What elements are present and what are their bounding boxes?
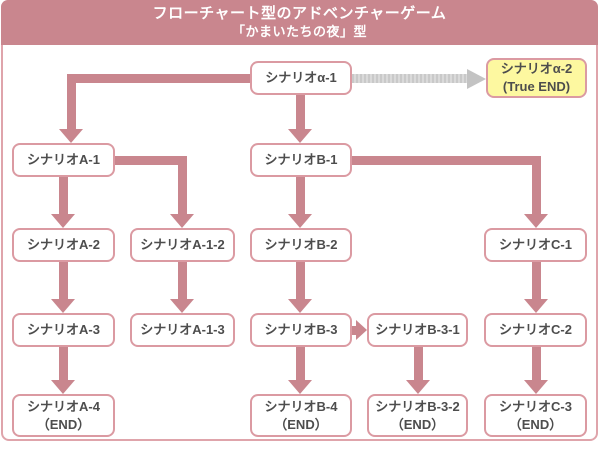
arrow-b3-to-b31 <box>352 325 357 335</box>
node-scenario-b-2: シナリオB-2 <box>250 228 352 262</box>
arrow-c2-to-c3 <box>531 347 541 380</box>
node-label: シナリオA-1 <box>27 152 100 168</box>
arrow-alpha1-to-alpha2 <box>352 74 468 83</box>
arrowhead-into-a2 <box>51 214 75 228</box>
node-label: シナリオA-2 <box>27 237 100 253</box>
arrowhead-into-a1 <box>59 129 83 143</box>
node-scenario-a-1: シナリオA-1 <box>12 143 115 177</box>
node-label: シナリオα-2 <box>500 61 573 77</box>
node-label: シナリオA-4 <box>27 398 100 414</box>
diagram-header: フローチャート型のアドベンチャーゲーム 「かまいたちの夜」型 <box>1 0 598 45</box>
arrow-a1-to-a12-vertical <box>177 155 187 214</box>
node-label: シナリオB-4 <box>264 398 338 414</box>
diagram-title: フローチャート型のアドベンチャーゲーム <box>152 4 447 22</box>
arrow-b31-to-b32 <box>413 347 423 380</box>
node-scenario-a-1-2: シナリオA-1-2 <box>130 228 235 262</box>
node-scenario-a-4-end: シナリオA-4 （END） <box>12 394 115 437</box>
node-label: シナリオB-1 <box>264 152 338 168</box>
node-sublabel: （END） <box>508 416 563 432</box>
node-scenario-alpha-1: シナリオα-1 <box>250 61 352 95</box>
node-scenario-b-3-2-end: シナリオB-3-2 （END） <box>367 394 468 437</box>
arrow-b3-to-b4 <box>295 347 305 380</box>
arrowhead-into-alpha2 <box>467 69 486 89</box>
node-sublabel: （END） <box>274 416 328 432</box>
node-sublabel: （END） <box>36 416 91 432</box>
arrow-alpha1-to-b1 <box>295 95 305 129</box>
arrowhead-into-b1 <box>288 129 312 143</box>
arrow-a1-to-a12-horizontal <box>115 155 186 165</box>
node-scenario-c-3-end: シナリオC-3 （END） <box>484 394 587 437</box>
arrowhead-into-a13 <box>170 299 194 313</box>
arrow-b1-to-c1-vertical <box>531 155 541 214</box>
arrow-a12-to-a13 <box>177 262 187 299</box>
arrowhead-into-a3 <box>51 299 75 313</box>
node-label: シナリオC-1 <box>499 237 572 253</box>
arrowhead-into-b32 <box>406 380 430 394</box>
arrow-a2-to-a3 <box>58 262 68 299</box>
arrowhead-into-b2 <box>288 214 312 228</box>
arrowhead-into-a12 <box>170 214 194 228</box>
node-scenario-a-3: シナリオA-3 <box>12 313 115 347</box>
node-label: シナリオB-3-1 <box>375 322 460 338</box>
arrowhead-into-c3 <box>524 380 548 394</box>
node-label: シナリオA-1-3 <box>140 322 225 338</box>
node-label: シナリオA-3 <box>27 322 100 338</box>
node-label: シナリオB-2 <box>264 237 338 253</box>
diagram-subtitle: 「かまいたちの夜」型 <box>231 24 367 40</box>
node-scenario-c-2: シナリオC-2 <box>484 313 587 347</box>
node-scenario-alpha-2-true-end: シナリオα-2 (True END) <box>486 58 587 98</box>
arrowhead-into-b3 <box>288 299 312 313</box>
node-label: シナリオB-3-2 <box>375 398 460 414</box>
node-label: シナリオC-3 <box>499 398 572 414</box>
node-label: シナリオB-3 <box>264 322 338 338</box>
node-scenario-b-3: シナリオB-3 <box>250 313 352 347</box>
node-scenario-b-3-1: シナリオB-3-1 <box>367 313 468 347</box>
arrow-alpha1-to-a1-vertical <box>66 73 76 131</box>
node-label: シナリオC-2 <box>499 322 572 338</box>
arrowhead-into-b31 <box>356 320 367 340</box>
arrow-a3-to-a4 <box>58 347 68 380</box>
node-scenario-b-4-end: シナリオB-4 （END） <box>250 394 352 437</box>
arrow-b1-to-c1-horizontal <box>352 155 541 165</box>
arrow-b1-to-b2 <box>295 177 305 214</box>
arrowhead-into-b4 <box>288 380 312 394</box>
node-sublabel: (True END) <box>502 79 571 94</box>
node-scenario-a-2: シナリオA-2 <box>12 228 115 262</box>
node-scenario-a-1-3: シナリオA-1-3 <box>130 313 235 347</box>
arrowhead-into-c2 <box>524 299 548 313</box>
arrowhead-into-a4 <box>51 380 75 394</box>
arrowhead-into-c1 <box>524 214 548 228</box>
node-scenario-c-1: シナリオC-1 <box>484 228 587 262</box>
arrow-alpha1-to-a1-horizontal <box>66 73 251 83</box>
node-sublabel: （END） <box>390 416 445 432</box>
arrow-a1-to-a2 <box>58 177 68 214</box>
arrow-c1-to-c2 <box>531 262 541 299</box>
node-scenario-b-1: シナリオB-1 <box>250 143 352 177</box>
arrow-b2-to-b3 <box>295 262 305 299</box>
node-label: シナリオA-1-2 <box>140 237 225 253</box>
node-label: シナリオα-1 <box>265 70 337 86</box>
